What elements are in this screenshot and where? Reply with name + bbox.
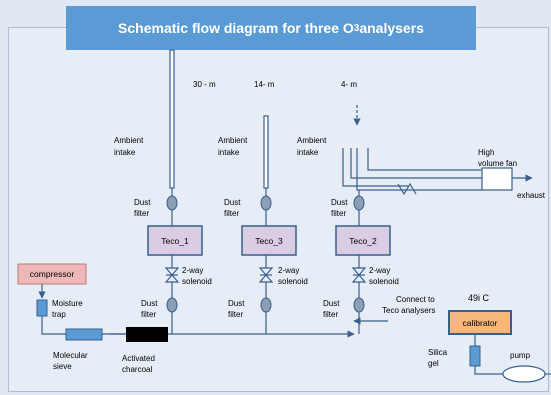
intake-label-2: intake bbox=[297, 148, 319, 157]
ambient-label-1: Ambient bbox=[114, 136, 144, 145]
gel-label: gel bbox=[428, 359, 439, 368]
intake-label-3: intake bbox=[218, 148, 240, 157]
dust-label-top-3: Dust bbox=[224, 198, 241, 207]
molecular-sieve bbox=[65, 328, 103, 341]
pump bbox=[502, 365, 546, 383]
height-label-30m: 30 - m bbox=[193, 80, 216, 89]
connect-to-label: Connect to bbox=[396, 295, 435, 304]
filter-label-bottom-2: filter bbox=[323, 310, 338, 319]
teco-3-label: Teco_3 bbox=[255, 236, 283, 246]
calibrator-label: calibrator bbox=[463, 318, 498, 328]
manifold-top-pipe bbox=[367, 148, 482, 171]
model-49i-label: 49i C bbox=[468, 293, 490, 303]
silica-gel-column bbox=[469, 345, 481, 367]
two-way-label-1: 2-way bbox=[182, 266, 203, 275]
teco-2-label: Teco_2 bbox=[349, 236, 377, 246]
dust-label-bottom-2: Dust bbox=[323, 299, 340, 308]
moisture-trap bbox=[36, 299, 48, 317]
dust-filter-top-1 bbox=[166, 195, 178, 211]
filter-label-top-2: filter bbox=[331, 209, 346, 218]
intake-pipe-30m bbox=[169, 49, 175, 189]
two-way-label-2: 2-way bbox=[369, 266, 390, 275]
sieve-label: sieve bbox=[53, 362, 72, 371]
dust-filter-bottom-2 bbox=[353, 297, 365, 313]
title-main: Schematic flow diagram for three O bbox=[118, 20, 354, 36]
dust-label-top-2: Dust bbox=[331, 198, 348, 207]
pump-label: pump bbox=[510, 351, 531, 360]
title-tail: analysers bbox=[359, 20, 424, 36]
intake-pipe-14m bbox=[263, 115, 269, 189]
height-label-4m: 4- m bbox=[341, 80, 357, 89]
solenoid-label-3: solenoid bbox=[278, 277, 308, 286]
manifold-outer-pipe bbox=[342, 148, 408, 187]
compressor-box bbox=[17, 263, 87, 285]
teco-analysers-label: Teco analysers bbox=[382, 306, 435, 315]
calibrator-box bbox=[448, 310, 512, 335]
two-way-label-3: 2-way bbox=[278, 266, 299, 275]
height-label-14m: 14- m bbox=[254, 80, 275, 89]
dust-filter-top-3 bbox=[260, 195, 272, 211]
trap-label: trap bbox=[52, 310, 66, 319]
dust-label-top-1: Dust bbox=[134, 198, 151, 207]
manifold-feed-pipe bbox=[356, 148, 482, 191]
teco-1-label: Teco_1 bbox=[161, 236, 189, 246]
moisture-label: Moisture bbox=[52, 299, 83, 308]
molecular-label: Molecular bbox=[53, 351, 88, 360]
filter-label-top-3: filter bbox=[224, 209, 239, 218]
solenoid-label-1: solenoid bbox=[182, 277, 212, 286]
exhaust-label: exhaust bbox=[517, 191, 546, 200]
silica-label: Silica bbox=[428, 348, 448, 357]
teco-2-box bbox=[335, 225, 391, 256]
filter-label-bottom-1: filter bbox=[141, 310, 156, 319]
manifold-inner-pipe bbox=[350, 148, 482, 179]
filter-label-bottom-3: filter bbox=[228, 310, 243, 319]
dust-filter-bottom-1 bbox=[166, 297, 178, 313]
activated-label: Activated bbox=[122, 354, 155, 363]
ambient-label-3: Ambient bbox=[218, 136, 248, 145]
dust-label-bottom-3: Dust bbox=[228, 299, 245, 308]
dust-filter-top-2 bbox=[353, 195, 365, 211]
activated-charcoal bbox=[126, 327, 168, 342]
teco-3-box bbox=[241, 225, 297, 256]
silica-to-pump-pipe bbox=[474, 366, 503, 375]
teco-1-box bbox=[147, 225, 203, 256]
moisture-trap-pipe bbox=[41, 316, 66, 335]
dust-label-bottom-1: Dust bbox=[141, 299, 158, 308]
high-label: High bbox=[478, 148, 494, 157]
solenoid-valve-icon-3 bbox=[258, 267, 274, 283]
high-volume-fan bbox=[481, 167, 513, 191]
intake-label-1: intake bbox=[114, 148, 136, 157]
filter-label-top-1: filter bbox=[134, 209, 149, 218]
title-subscript: 3 bbox=[353, 22, 360, 34]
ambient-label-2: Ambient bbox=[297, 136, 327, 145]
dust-filter-bottom-3 bbox=[260, 297, 272, 313]
compressor-label: compressor bbox=[30, 269, 75, 279]
solenoid-label-2: solenoid bbox=[369, 277, 399, 286]
solenoid-valve-icon-1 bbox=[164, 267, 180, 283]
volume-fan-label: volume fan bbox=[478, 159, 517, 168]
manifold-joint bbox=[397, 182, 417, 196]
charcoal-label: charcoal bbox=[122, 365, 152, 374]
solenoid-valve-icon-2 bbox=[351, 267, 367, 283]
